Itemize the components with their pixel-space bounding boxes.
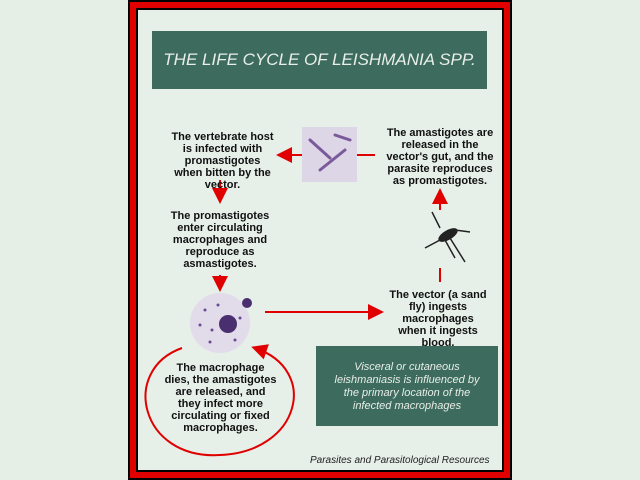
reinfection-loop xyxy=(144,344,295,457)
step-vector-ingests: The vector (a sand fly) ingests macropha… xyxy=(389,289,487,349)
note-text: Visceral or cutaneous leishmaniasis is i… xyxy=(334,361,480,412)
note-box: Visceral or cutaneous leishmaniasis is i… xyxy=(316,346,498,426)
step-amastigotes-released: The amastigotes are released in the vect… xyxy=(386,127,494,187)
credit: Parasites and Parasitological Resources xyxy=(310,455,490,466)
step-promastigotes: The promastigotes enter circulating macr… xyxy=(170,210,270,270)
title-banner: THE LIFE CYCLE OF LEISHMANIA SPP. xyxy=(152,31,487,89)
macrophage-image xyxy=(190,293,252,353)
step-macrophage-dies: The macrophage dies, the amastigotes are… xyxy=(164,362,277,434)
title: THE LIFE CYCLE OF LEISHMANIA SPP. xyxy=(163,50,476,69)
step-host: The vertebrate host is infected with pro… xyxy=(171,131,274,191)
sand-fly-image xyxy=(424,211,471,263)
promastigote-image xyxy=(302,127,357,182)
